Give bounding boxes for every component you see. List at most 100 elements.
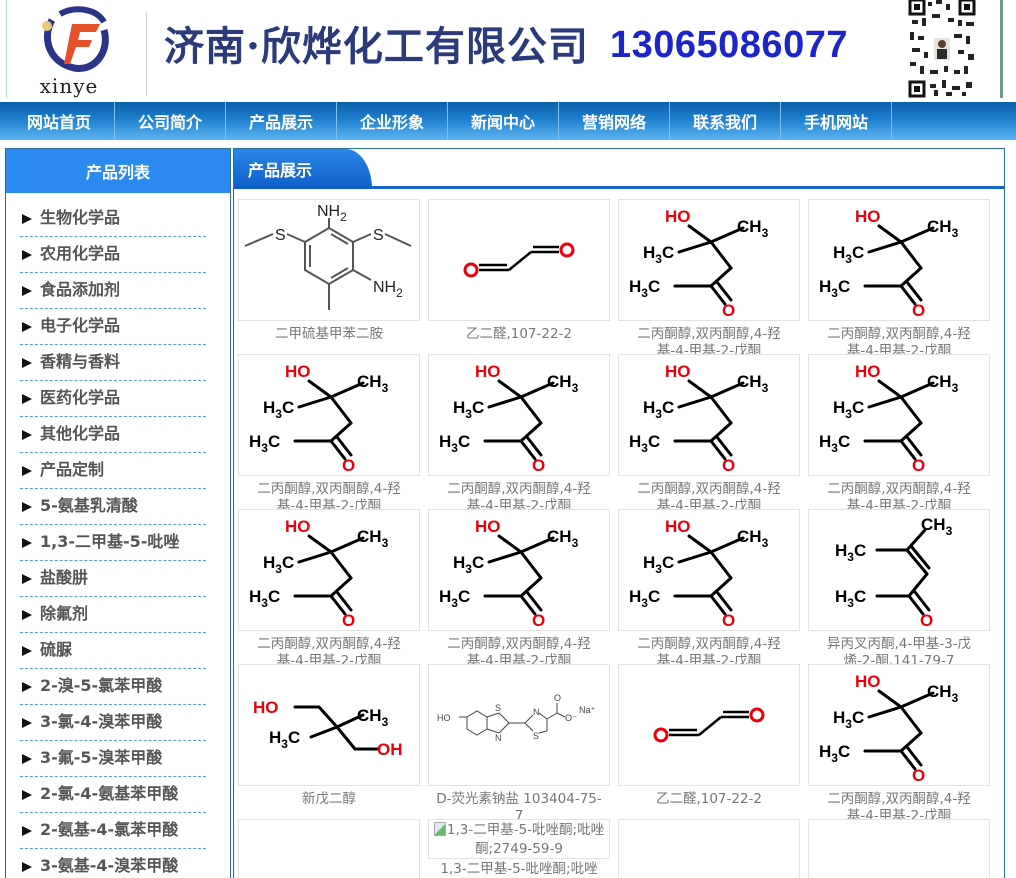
product-name-link[interactable]: 二甲硫基甲苯二胺 [275,326,383,342]
product-name-link[interactable]: 二丙酮醇,双丙酮醇,4-羟基-4-甲基-2-戊酮 [257,636,401,664]
product-card[interactable] [238,819,420,878]
product-image[interactable]: HO CH3 H3C H3C O [238,354,420,476]
product-image[interactable]: HO S N N S O O⁻ Na⁺ [428,664,610,786]
product-card[interactable]: HO CH3 H3C H3C O 二丙酮醇,双丙酮醇,4-羟基-4-甲基-2-戊… [428,509,610,664]
product-card[interactable]: HO CH3 H3C H3C O 二丙酮醇,双丙酮醇,4-羟基-4-甲基-2-戊… [618,199,800,354]
nav-network[interactable]: 营销网络 [559,102,670,140]
product-card[interactable]: NH2 S S NH2 二甲硫基甲苯二胺 [238,199,420,354]
category-item[interactable]: 3-氟-5-溴苯甲酸 [20,741,206,777]
product-name-link[interactable]: 二丙酮醇,双丙酮醇,4-羟基-4-甲基-2-戊酮 [827,481,971,509]
svg-text:H3C: H3C [249,587,280,610]
product-image[interactable]: NH2 S S NH2 [238,199,420,321]
company-logo[interactable] [34,2,114,98]
category-item[interactable]: 5-氨基乳清酸 [20,489,206,525]
category-item[interactable]: 其他化学品 [20,417,206,453]
nav-image[interactable]: 企业形象 [337,102,448,140]
product-card[interactable]: HO CH3 H3C H3C O 二丙酮醇,双丙酮醇,4-羟基-4-甲基-2-戊… [238,354,420,509]
product-image[interactable]: CH3 H3C H3C O [808,509,990,631]
product-name-link[interactable]: 乙二醛,107-22-2 [655,791,763,807]
svg-text:HO: HO [855,362,881,381]
product-card[interactable]: HO CH3 H3C H3C O 二丙酮醇,双丙酮醇,4-羟基-4-甲基-2-戊… [618,354,800,509]
category-item[interactable]: 2-氯-4-氨基苯甲酸 [20,777,206,813]
category-item[interactable]: 3-氨基-4-溴苯甲酸 [20,849,206,878]
category-label: 电子化学品 [40,316,121,335]
product-card[interactable]: HO CH3 H3C H3C O 二丙酮醇,双丙酮醇,4-羟基-4-甲基-2-戊… [238,509,420,664]
svg-text:H3C: H3C [629,587,660,610]
nav-about[interactable]: 公司简介 [115,102,226,140]
diacetone-alcohol-structure-icon: HO CH3 H3C H3C O [819,672,959,785]
product-card[interactable]: HO CH3 H3C H3C O 二丙酮醇,双丙酮醇,4-羟基-4-甲基-2-戊… [808,664,990,819]
category-item[interactable]: 2-氨基-4-氯苯甲酸 [20,813,206,849]
category-item[interactable]: 生物化学品 [20,201,206,237]
product-name-link[interactable]: 二丙酮醇,双丙酮醇,4-羟基-4-甲基-2-戊酮 [637,636,781,664]
product-card[interactable]: 乙二醛,107-22-2 [618,664,800,819]
product-image[interactable]: HO CH3 H3C H3C O [618,199,800,321]
category-item[interactable]: 食品添加剂 [20,273,206,309]
product-image[interactable]: HO CH3 H3C H3C O [618,354,800,476]
nav-news[interactable]: 新闻中心 [448,102,559,140]
product-card[interactable]: HO CH3 H3C H3C O 二丙酮醇,双丙酮醇,4-羟基-4-甲基-2-戊… [428,354,610,509]
product-card[interactable]: HO CH3 H3C H3C O 二丙酮醇,双丙酮醇,4-羟基-4-甲基-2-戊… [808,354,990,509]
product-card[interactable]: 1,3-二甲基-5-吡唑酮;吡唑酮;2749-59-9 1,3-二甲基-5-吡唑酮… [428,819,610,878]
product-image[interactable] [618,664,800,786]
product-card[interactable]: HO S N N S O O⁻ Na⁺ [808,819,990,878]
product-image[interactable] [238,819,420,878]
category-label: 2-氯-4-氨基苯甲酸 [40,784,179,803]
category-item[interactable]: 医药化学品 [20,381,206,417]
category-item[interactable]: 除氟剂 [20,597,206,633]
product-image[interactable]: HO CH3 H3C OH [238,664,420,786]
product-name-link[interactable]: 二丙酮醇,双丙酮醇,4-羟基-4-甲基-2-戊酮 [637,326,781,354]
category-item[interactable]: 盐酸肼 [20,561,206,597]
product-name-link[interactable]: D-荧光素钠盐 103404-75-7 [436,791,602,819]
mesityl-oxide-structure-icon: CH3 H3C H3C O [835,515,953,630]
product-name-link[interactable]: 异丙叉丙酮,4-甲基-3-戊烯-2-酮,141-79-7 [826,636,972,664]
svg-text:S: S [533,731,539,741]
phone-number: 13065086077 [610,24,848,66]
product-name-link[interactable]: 二丙酮醇,双丙酮醇,4-羟基-4-甲基-2-戊酮 [827,791,971,819]
nav-home[interactable]: 网站首页 [4,102,115,140]
product-image[interactable]: HO S N N S O O⁻ Na⁺ [618,819,800,878]
product-image[interactable]: HO S N N S O O⁻ Na⁺ [808,819,990,878]
product-card[interactable]: HO S N N S O O⁻ Na⁺ [618,819,800,878]
category-item[interactable]: 产品定制 [20,453,206,489]
category-item[interactable]: 1,3-二甲基-5-吡唑 [20,525,206,561]
product-image[interactable] [428,199,610,321]
category-item[interactable]: 2-溴-5-氯苯甲酸 [20,669,206,705]
product-name-link[interactable]: 二丙酮醇,双丙酮醇,4-羟基-4-甲基-2-戊酮 [637,481,781,509]
svg-text:O: O [920,611,933,630]
category-item[interactable]: 硫脲 [20,633,206,669]
nav-mobile[interactable]: 手机网站 [781,102,892,140]
product-name-link[interactable]: 新戊二醇 [302,791,356,807]
product-name-link[interactable]: 1,3-二甲基-5-吡唑酮;吡唑 [440,861,598,877]
product-image[interactable]: HO CH3 H3C H3C O [238,509,420,631]
product-image[interactable]: HO CH3 H3C H3C O [808,664,990,786]
product-card[interactable]: 乙二醛,107-22-2 [428,199,610,354]
product-card[interactable]: HO CH3 H3C OH 新戊二醇 [238,664,420,819]
product-image[interactable]: HO CH3 H3C H3C O [428,354,610,476]
product-card[interactable]: HO CH3 H3C H3C O 二丙酮醇,双丙酮醇,4-羟基-4-甲基-2-戊… [808,199,990,354]
nav-contact[interactable]: 联系我们 [670,102,781,140]
product-name-link[interactable]: 乙二醛,107-22-2 [465,326,573,342]
product-card[interactable]: HO S N N S O O⁻ Na⁺ D-荧光素钠盐 103404-75-7 [428,664,610,819]
triangle-right-icon [22,538,32,548]
svg-text:O: O [722,301,735,320]
category-item[interactable]: 3-氯-4-溴苯甲酸 [20,705,206,741]
category-item[interactable]: 香精与香料 [20,345,206,381]
product-image[interactable]: HO CH3 H3C H3C O [808,354,990,476]
product-card[interactable]: CH3 H3C H3C O 异丙叉丙酮,4-甲基-3-戊烯-2-酮,141-79… [808,509,990,664]
luciferin-na-structure-icon: HO S N N S O O⁻ Na⁺ [809,860,989,878]
product-name-link[interactable]: 二丙酮醇,双丙酮醇,4-羟基-4-甲基-2-戊酮 [447,636,591,664]
category-item[interactable]: 农用化学品 [20,237,206,273]
product-image[interactable]: HO CH3 H3C H3C O [428,509,610,631]
product-name-link[interactable]: 二丙酮醇,双丙酮醇,4-羟基-4-甲基-2-戊酮 [827,326,971,354]
category-label: 医药化学品 [40,388,121,407]
product-name-link[interactable]: 二丙酮醇,双丙酮醇,4-羟基-4-甲基-2-戊酮 [447,481,591,509]
svg-text:O: O [722,611,735,630]
category-item[interactable]: 电子化学品 [20,309,206,345]
product-image[interactable]: HO CH3 H3C H3C O [618,509,800,631]
product-image[interactable]: 1,3-二甲基-5-吡唑酮;吡唑酮;2749-59-9 [428,819,610,859]
nav-products[interactable]: 产品展示 [226,102,337,140]
product-image[interactable]: HO CH3 H3C H3C O [808,199,990,321]
product-card[interactable]: HO CH3 H3C H3C O 二丙酮醇,双丙酮醇,4-羟基-4-甲基-2-戊… [618,509,800,664]
product-name-link[interactable]: 二丙酮醇,双丙酮醇,4-羟基-4-甲基-2-戊酮 [257,481,401,509]
